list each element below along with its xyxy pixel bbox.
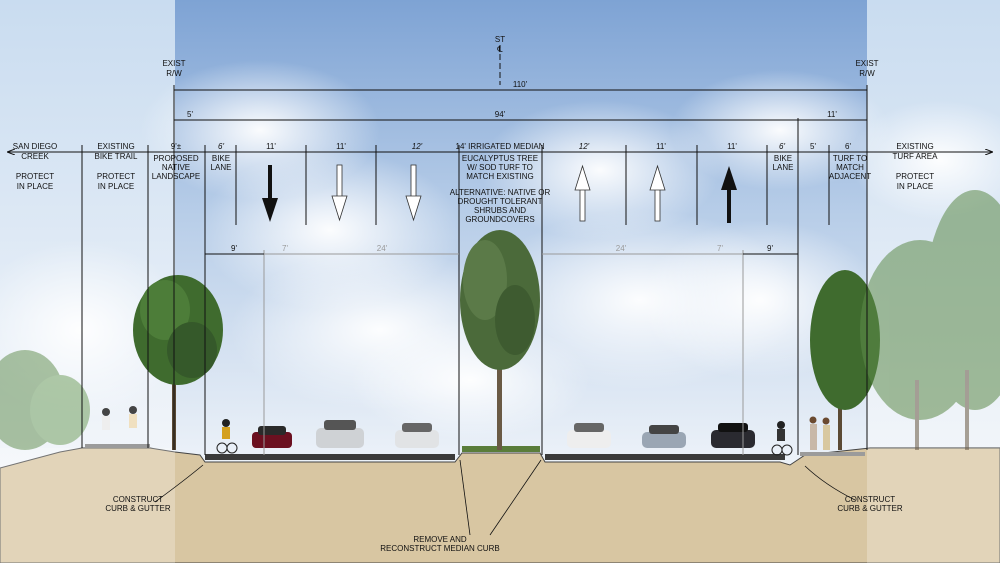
curb-left-2: CURB & GUTTER bbox=[105, 504, 171, 513]
dim-lane-4: 12' bbox=[579, 142, 590, 151]
row-right-sub: R/W bbox=[859, 69, 875, 78]
travel-arrows bbox=[262, 164, 737, 223]
dim-inner: 94' bbox=[495, 110, 506, 119]
sidewalk-right bbox=[800, 452, 865, 456]
curb-left-1: CONSTRUCT bbox=[113, 495, 163, 504]
dim-lower-left-7: 7' bbox=[282, 244, 288, 253]
car-black bbox=[711, 423, 755, 448]
soil-right-faded bbox=[867, 448, 1000, 563]
tree-median-eucalyptus bbox=[460, 230, 540, 450]
arrow-up-solid bbox=[721, 166, 737, 223]
car-silver-1 bbox=[316, 420, 364, 448]
curb-right-1: CONSTRUCT bbox=[845, 495, 895, 504]
arrow-up-outline bbox=[649, 164, 666, 222]
median-note-1: EUCALYPTUS TREE bbox=[462, 154, 538, 163]
soil-left-faded bbox=[0, 448, 175, 563]
median-note-8: GROUNDCOVERS bbox=[465, 215, 534, 224]
dim-lane-2: 11' bbox=[336, 142, 346, 151]
centerline-symbol: ℄ bbox=[496, 45, 503, 54]
median-curb-1: REMOVE AND bbox=[413, 535, 467, 544]
dim-lower-right-7: 7' bbox=[717, 244, 723, 253]
trail-label-1: EXISTING bbox=[97, 142, 134, 151]
callout-leaders bbox=[154, 459, 856, 536]
lane-divider-lines bbox=[81, 45, 868, 455]
car-gray-blue bbox=[642, 425, 686, 448]
landscape-label-1: PROPOSED bbox=[153, 154, 199, 163]
median-note-7: SHRUBS AND bbox=[474, 206, 526, 215]
road-left bbox=[205, 454, 455, 460]
row-right-label: EXIST bbox=[855, 59, 878, 68]
dim-left-5: 5' bbox=[187, 110, 193, 119]
median-note-5: ALTERNATIVE: NATIVE OR bbox=[450, 188, 551, 197]
dim-lower-right-24: 24' bbox=[616, 244, 627, 253]
dim-total: 110' bbox=[513, 80, 528, 89]
car-silver-2 bbox=[395, 423, 439, 448]
median-note-3: MATCH EXISTING bbox=[466, 172, 533, 181]
bike-lane-left-2: LANE bbox=[211, 163, 232, 172]
creek-note-1: PROTECT bbox=[16, 172, 54, 181]
landscape-label-3: LANDSCAPE bbox=[152, 172, 200, 181]
dim-median: 14' IRRIGATED MEDIAN bbox=[456, 142, 545, 151]
existing-turf-1: EXISTING bbox=[896, 142, 933, 151]
dim-right-11: 11' bbox=[827, 110, 837, 119]
bike-lane-left-1: BIKE bbox=[212, 154, 230, 163]
dim-walk-right: 5' bbox=[810, 142, 816, 151]
road-right bbox=[545, 454, 785, 460]
dim-lane-3: 12' bbox=[412, 142, 423, 151]
cyclist-right bbox=[771, 421, 793, 456]
bike-trail-surface bbox=[85, 444, 150, 448]
dim-lower-left-9: 9' bbox=[231, 244, 237, 253]
trees-far-left bbox=[0, 350, 90, 450]
existing-turf-2: TURF AREA bbox=[893, 152, 939, 161]
turf-label-2: MATCH bbox=[836, 163, 864, 172]
cyclists-trail bbox=[102, 406, 137, 430]
creek-label-2: CREEK bbox=[21, 152, 49, 161]
existing-note-2: IN PLACE bbox=[897, 182, 933, 191]
creek-note-2: IN PLACE bbox=[17, 182, 53, 191]
trail-note-2: IN PLACE bbox=[98, 182, 134, 191]
median-curb-2: RECONSTRUCT MEDIAN CURB bbox=[380, 544, 499, 553]
dim-lower-right-9: 9' bbox=[767, 244, 773, 253]
car-white bbox=[567, 423, 611, 448]
centerline-label: ST bbox=[495, 35, 505, 44]
trail-label-2: BIKE TRAIL bbox=[95, 152, 139, 161]
dim-lower-left-24: 24' bbox=[377, 244, 388, 253]
dimension-lines bbox=[8, 89, 992, 255]
car-dark-red bbox=[252, 426, 292, 448]
arrow-up-outline bbox=[574, 164, 591, 222]
row-left-label: EXIST bbox=[162, 59, 185, 68]
trail-note-1: PROTECT bbox=[97, 172, 135, 181]
arrow-down-outline bbox=[331, 164, 348, 222]
trees-far-right bbox=[860, 190, 1000, 450]
landscape-label-2: NATIVE bbox=[162, 163, 190, 172]
pedestrians-right bbox=[809, 416, 830, 450]
creek-label-1: SAN DIEGO bbox=[13, 142, 57, 151]
turf-label-1: TURF TO bbox=[833, 154, 867, 163]
labels: ST ℄ EXIST R/W EXIST R/W 110' 94' 5' 11'… bbox=[13, 35, 938, 553]
median-note-6: DROUGHT TOLERANT bbox=[458, 197, 543, 206]
curb-right-2: CURB & GUTTER bbox=[837, 504, 903, 513]
turf-label-3: ADJACENT bbox=[829, 172, 871, 181]
dim-lane-5: 11' bbox=[656, 142, 666, 151]
bike-lane-right-2: LANE bbox=[773, 163, 794, 172]
arrow-down-solid bbox=[262, 165, 278, 222]
existing-note-1: PROTECT bbox=[896, 172, 934, 181]
bike-lane-right-1: BIKE bbox=[774, 154, 792, 163]
dim-bike-left: 6' bbox=[218, 142, 224, 151]
dim-bike-right: 6' bbox=[779, 142, 785, 151]
dim-landscape: 9'± bbox=[171, 142, 182, 151]
arrow-down-outline bbox=[405, 164, 422, 222]
dim-lane-6: 11' bbox=[727, 142, 737, 151]
median-note-2: W/ SOD TURF TO bbox=[467, 163, 533, 172]
cyclist-left bbox=[216, 419, 238, 454]
row-left-sub: R/W bbox=[166, 69, 182, 78]
dim-turf-right: 6' bbox=[845, 142, 851, 151]
dim-lane-1: 11' bbox=[266, 142, 276, 151]
